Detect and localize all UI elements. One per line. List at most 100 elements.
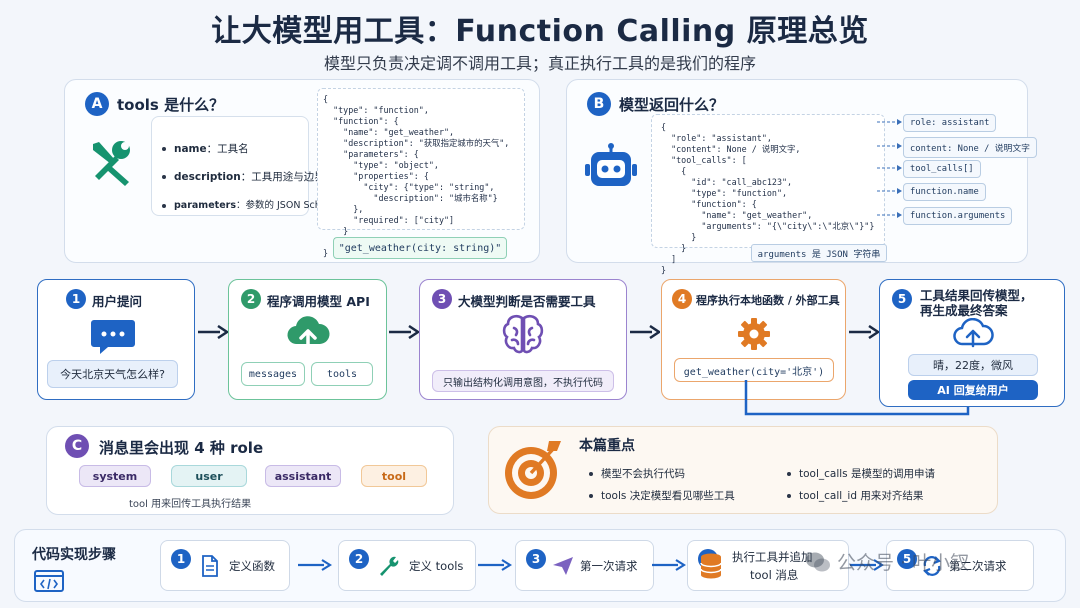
code-arrow-4 <box>850 559 884 571</box>
response-connectors <box>877 119 902 218</box>
role-user: user <box>171 465 247 487</box>
flow-arrow-1 <box>198 325 228 339</box>
model-intent-note: 只输出结构化调用意图，不执行代码 <box>432 370 614 392</box>
section-b-panel: B 模型返回什么？ { "role": "assistant", "conten… <box>566 79 1037 275</box>
wechat-icon <box>806 552 830 571</box>
role-assistant: assistant <box>265 465 341 487</box>
tools-signature: "get_weather(city: string)" <box>333 237 507 259</box>
page-subtitle: 模型只负责决定调不调用工具；真正执行工具的是我们的程序 <box>323 54 756 73</box>
chat-bubble-icon <box>90 318 136 356</box>
tag-function-name: function.name <box>903 183 986 201</box>
tools-code: { "type": "function", "function": { "nam… <box>323 94 510 258</box>
flow-step-2: 2 程序调用模型 API messages tools <box>228 279 387 400</box>
code-step-1-label: 定义函数 <box>229 559 275 573</box>
robot-icon <box>583 142 639 192</box>
key-points-panel: 本篇重点 模型不会执行代码 tool_calls 是模型的调用申请 tools … <box>488 426 998 514</box>
flow-step-5-title: 工具结果回传模型， <box>920 288 1033 303</box>
arguments-note: arguments 是 JSON 字符串 <box>751 244 887 262</box>
code-steps-title: 代码实现步骤 <box>32 547 116 563</box>
send-icon <box>552 556 574 580</box>
flow-arrow-3 <box>630 325 660 339</box>
key-point-3: tools 决定模型看见哪些工具 <box>589 488 735 503</box>
page-title: 让大模型用工具：Function Calling 原理总览 <box>211 14 869 49</box>
local-call: get_weather(city='北京') <box>674 358 834 382</box>
flow-arrow-2 <box>389 325 419 339</box>
section-b-badge: B <box>587 92 611 116</box>
code-step-3-badge: 3 <box>526 549 546 569</box>
tag-tool-calls: tool_calls[] <box>903 160 981 178</box>
wrench-icon <box>377 554 401 582</box>
flow-step-5-title-line2: 再生成最终答案 <box>920 303 1008 318</box>
tools-code-box <box>317 88 525 230</box>
document-icon <box>201 555 219 581</box>
code-step-4: 4 执行工具并追加 tool 消息 <box>687 540 849 591</box>
tag-function-arguments: function.arguments <box>903 207 1013 225</box>
code-step-2: 2 定义 tools <box>338 540 476 591</box>
code-step-4-label-line2: tool 消息 <box>750 568 799 582</box>
flow-step-2-badge: 2 <box>241 289 261 309</box>
database-icon <box>700 553 722 583</box>
code-step-4-label: 执行工具并追加 <box>732 550 813 564</box>
section-a-badge: A <box>85 92 109 116</box>
code-step-1-badge: 1 <box>171 549 191 569</box>
flow-step-4-title: 程序执行本地函数 / 外部工具 <box>696 294 840 307</box>
tools-fields-box: name：工具名 description：工具用途与边界 parameters：… <box>151 116 342 216</box>
watermark-text: 公众号 · 叶小钗 <box>837 552 970 574</box>
cloud-upload-icon-2 <box>952 317 994 350</box>
tool-result: 晴，22度，微风 <box>908 354 1038 376</box>
code-arrow-2 <box>478 559 512 571</box>
flow-step-5-badge: 5 <box>892 289 912 309</box>
code-step-2-label: 定义 tools <box>409 559 464 573</box>
key-points-title: 本篇重点 <box>579 438 635 454</box>
response-code: { "role": "assistant", "content": None /… <box>661 122 875 275</box>
flow-step-4: 4 程序执行本地函数 / 外部工具 get_weather(city='北京') <box>661 279 846 400</box>
key-point-1: 模型不会执行代码 <box>589 466 685 481</box>
user-question: 今天北京天气怎么样? <box>47 360 178 388</box>
flow-step-4-badge: 4 <box>672 289 692 309</box>
field-description: description：工具用途与边界 <box>162 169 325 184</box>
code-step-1: 1 定义函数 <box>160 540 290 591</box>
section-c-title: 消息里会出现 4 种 role <box>99 439 264 457</box>
code-icon <box>34 570 64 592</box>
flow-step-5: 5 工具结果回传模型， 再生成最终答案 晴，22度，微风 AI 回复给用户 <box>879 279 1065 407</box>
section-a-panel: A tools 是什么？ name：工具名 description：工具用途与边… <box>64 79 540 263</box>
role-system: system <box>79 465 151 487</box>
key-point-4: tool_call_id 用来对齐结果 <box>787 488 923 503</box>
code-step-2-badge: 2 <box>349 549 369 569</box>
code-step-3-label: 第一次请求 <box>580 559 638 573</box>
code-arrow-3 <box>652 559 686 571</box>
code-step-5-badge: 5 <box>897 549 917 569</box>
field-parameters: parameters：参数的 JSON Schema <box>162 197 342 211</box>
section-a-title: tools 是什么？ <box>117 96 225 114</box>
refresh-icon <box>921 555 943 581</box>
chip-tools: tools <box>311 362 373 386</box>
code-step-5: 5 第二次请求 <box>886 540 1034 591</box>
tag-role: role: assistant <box>903 114 997 132</box>
flow-step-3: 3 大模型判断是否需要工具 只输出结构化调用意图，不执行代码 <box>419 279 627 400</box>
watermark: 公众号 · 叶小钗 <box>805 548 969 575</box>
cloud-upload-icon <box>285 314 331 354</box>
field-name: name：工具名 <box>162 141 249 156</box>
chip-messages: messages <box>241 362 305 386</box>
role-note: tool 用来回传工具执行结果 <box>129 499 252 510</box>
section-c-panel: C 消息里会出现 4 种 role system user assistant … <box>46 426 454 515</box>
flow-step-2-title: 程序调用模型 API <box>267 294 370 309</box>
section-c-badge: C <box>65 434 89 458</box>
section-b-title: 模型返回什么？ <box>619 96 725 114</box>
code-step-3: 3 第一次请求 <box>515 540 654 591</box>
flow-step-1: 1 用户提问 今天北京天气怎么样? <box>37 279 195 400</box>
code-arrow-1 <box>298 559 332 571</box>
role-tool: tool <box>361 465 427 487</box>
code-step-5-label: 第二次请求 <box>949 559 1007 573</box>
flow-step-1-title: 用户提问 <box>92 294 143 309</box>
brain-icon <box>500 312 546 356</box>
flow-arrow-4 <box>849 325 879 339</box>
key-point-2: tool_calls 是模型的调用申请 <box>787 466 935 481</box>
flow-step-1-badge: 1 <box>66 289 86 309</box>
tag-content: content: None / 说明文字 <box>903 137 1037 158</box>
tools-icon <box>85 136 139 190</box>
flow-step-3-badge: 3 <box>432 289 452 309</box>
target-icon <box>503 437 563 501</box>
ai-reply: AI 回复给用户 <box>908 380 1038 400</box>
gear-icon <box>736 316 772 352</box>
